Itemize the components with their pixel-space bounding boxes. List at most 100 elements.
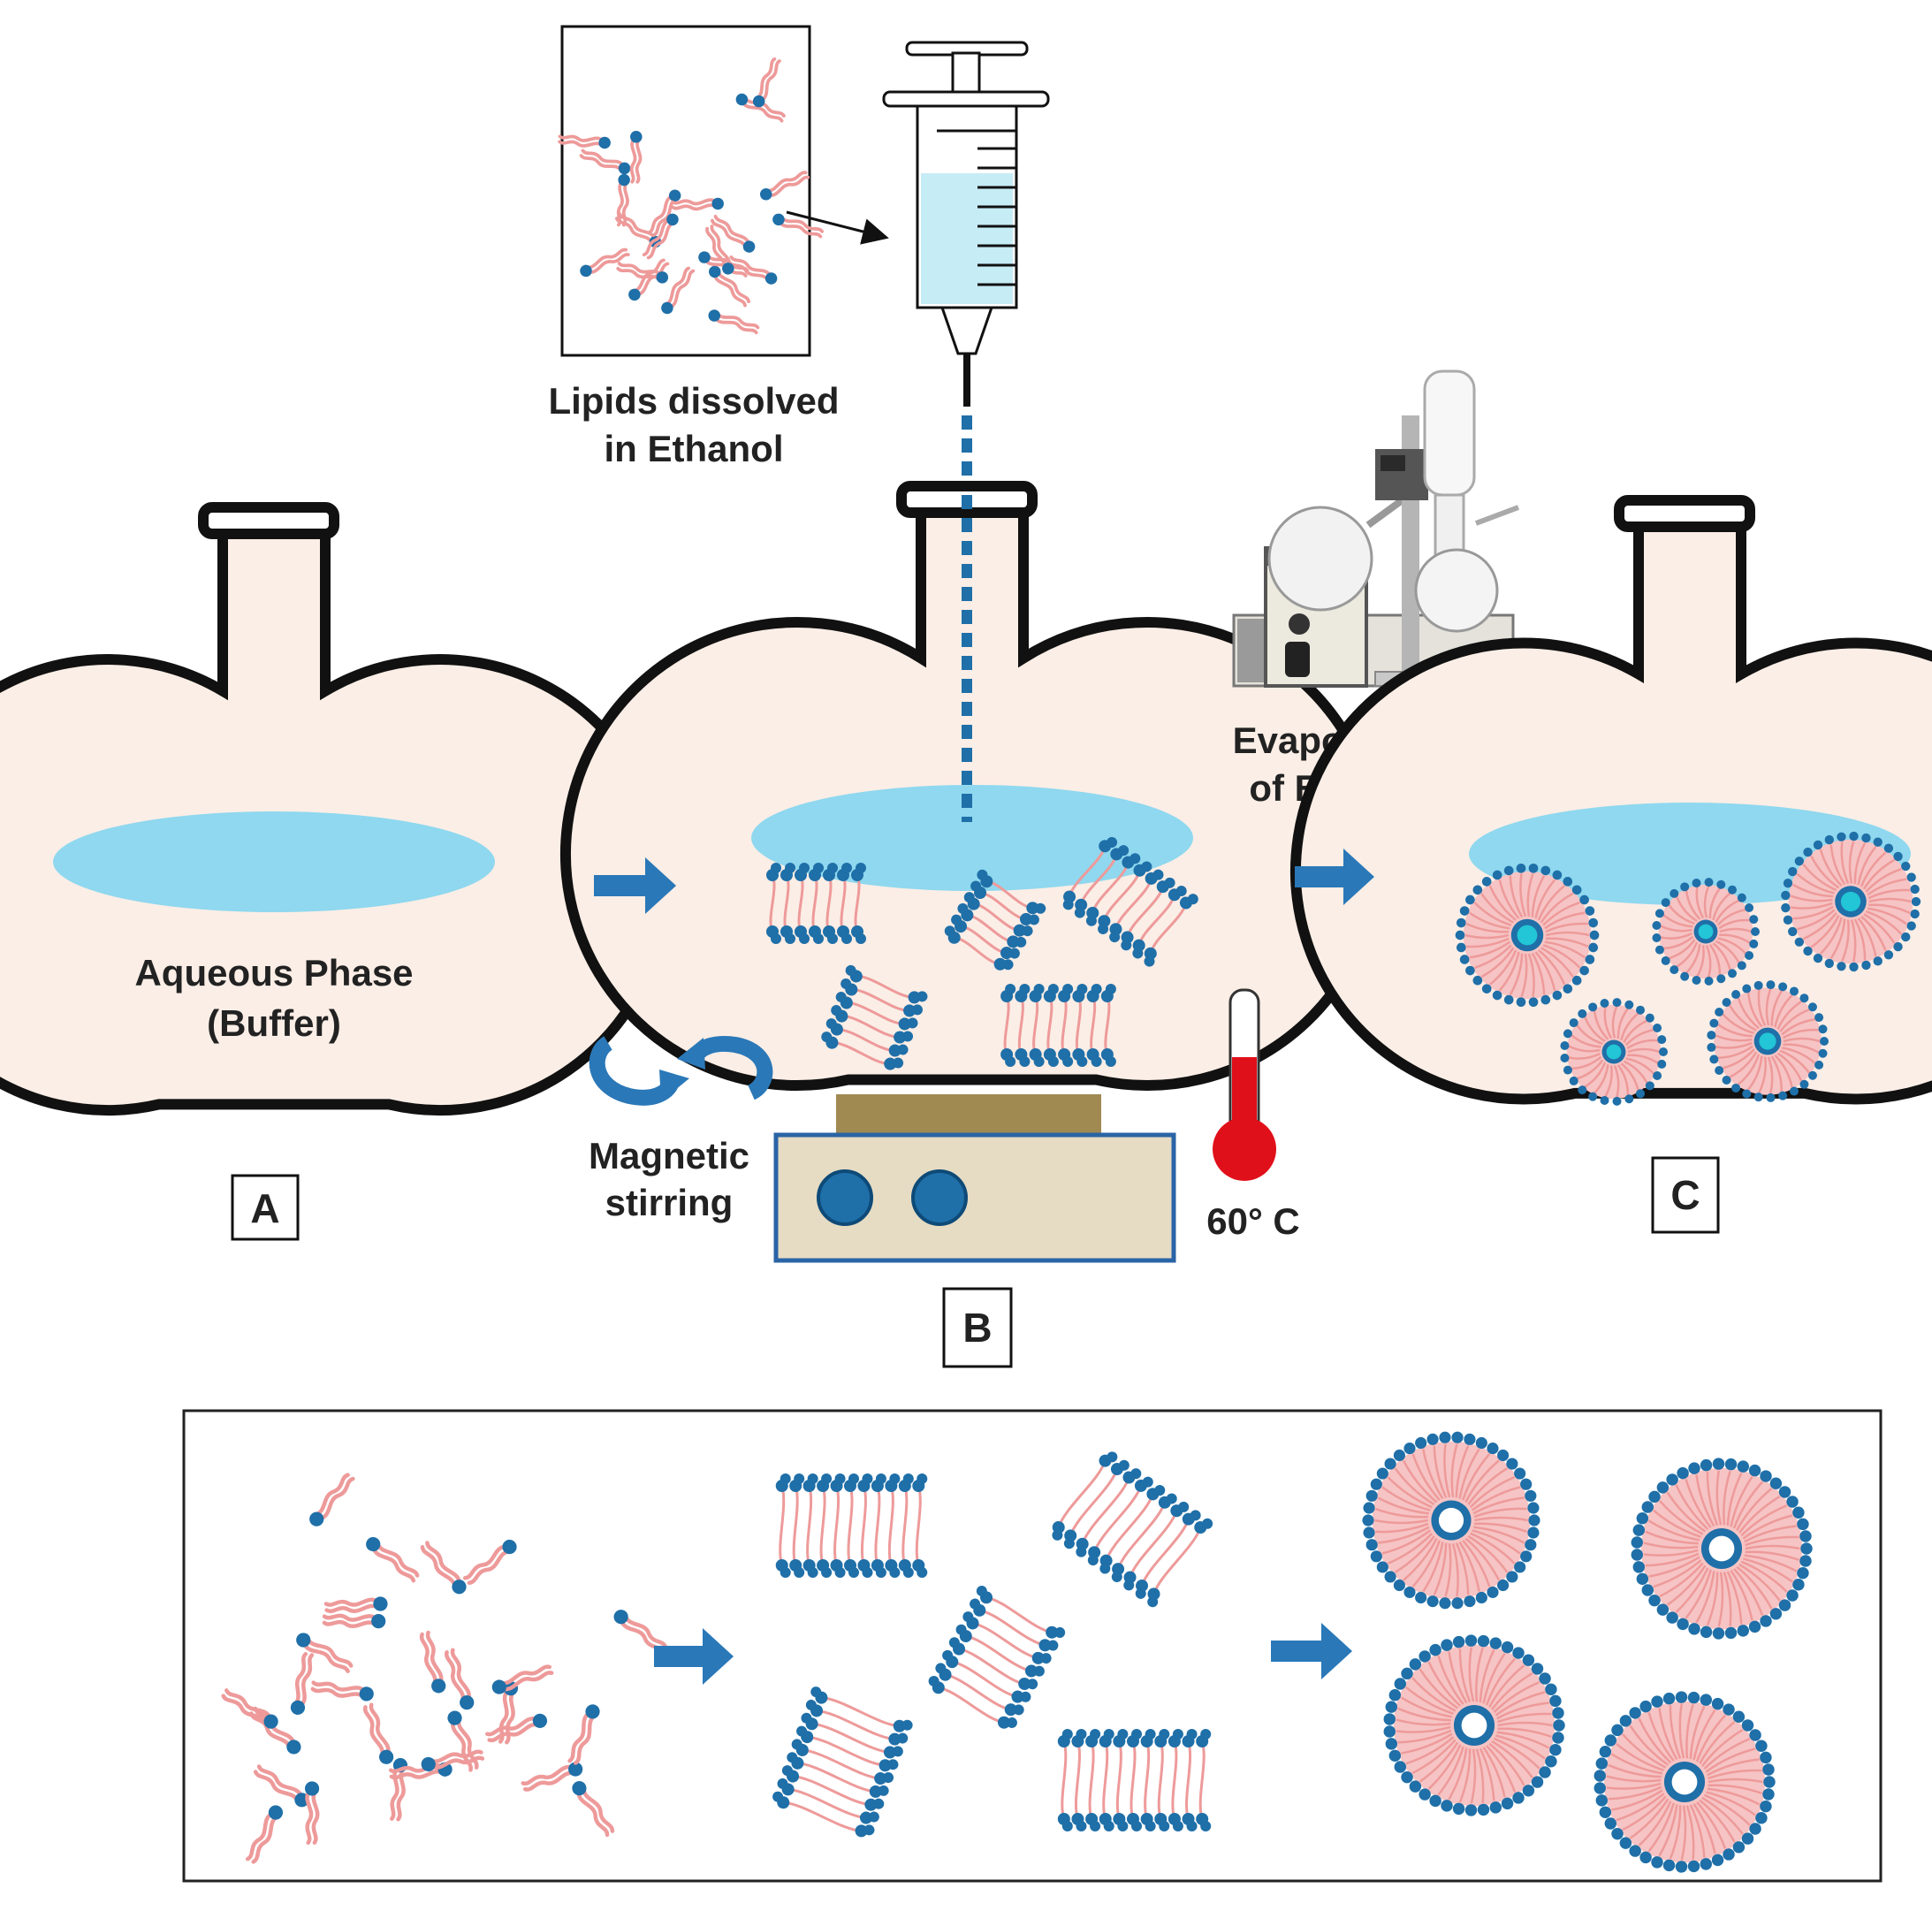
lipid-molecule: [296, 1633, 354, 1673]
lipid-molecule: [420, 1541, 467, 1595]
lipid-molecule: [221, 1688, 278, 1729]
hotplate-icon: [773, 1094, 1176, 1263]
aqueous-label-line1: Aqueous Phase: [134, 952, 413, 994]
lipid-molecule: [580, 247, 630, 278]
hotplate-knob: [911, 1169, 968, 1226]
lipid-molecule: [579, 148, 631, 175]
lipid-molecule: [290, 1652, 315, 1715]
lipid-molecule: [323, 1596, 388, 1613]
process-arrow-icon: [594, 857, 676, 914]
lipid-molecule: [708, 309, 760, 335]
liposome-vesicles: [1455, 831, 1921, 1106]
lipid-molecule: [462, 1539, 517, 1585]
bilayer-sheet: [766, 863, 866, 944]
liposome-vesicle: [1707, 980, 1829, 1102]
free-lipid-molecules: [558, 57, 824, 335]
temperature-label: 60° C: [1206, 1200, 1300, 1242]
lipid-molecule: [558, 134, 611, 149]
process-arrow-icon: [1271, 1623, 1352, 1679]
bilayer-sheet: [1057, 1729, 1212, 1831]
lipid-molecule: [419, 1630, 446, 1694]
lipid-molecule: [521, 1762, 583, 1792]
flask-c: [1289, 495, 1932, 1106]
lipid-molecule: [245, 1805, 284, 1864]
lipid-bilayer-sheets: [766, 836, 1198, 1070]
bilayer-sheet: [772, 1686, 913, 1838]
lipid-molecule: [366, 1536, 420, 1583]
flask-a: [0, 502, 671, 1115]
lipid-molecule: [705, 225, 734, 275]
lipid-molecule: [709, 265, 750, 308]
lipid-molecule: [711, 214, 756, 253]
lipid-molecule: [735, 93, 786, 123]
lipid-molecule: [616, 173, 630, 227]
lipid-molecule: [447, 1710, 479, 1772]
lipid-molecule: [671, 197, 724, 211]
flask-rim: [1614, 495, 1755, 532]
lipid-molecule: [445, 1648, 475, 1710]
bilayer-sheet: [928, 1586, 1066, 1729]
bilayer-sheet: [775, 1473, 928, 1578]
lipids-label-line1: Lipids dissolved: [548, 380, 839, 422]
liposome-vesicle: [1455, 864, 1600, 1007]
lipid-molecule: [616, 262, 669, 284]
stirring-label-line2: stirring: [605, 1182, 734, 1223]
water-surface: [53, 811, 495, 912]
liposome-vesicle: [1362, 1431, 1540, 1610]
mechanism-panel: [182, 1409, 1883, 1883]
lipid-molecule: [642, 213, 679, 260]
lipids-label-line2: in Ethanol: [605, 428, 784, 469]
lipid-molecule: [485, 1713, 548, 1743]
lipid-molecule: [322, 1613, 386, 1629]
step-label-a: A: [250, 1185, 279, 1231]
liposome-vesicle: [1652, 878, 1760, 986]
lipid-molecule: [309, 1473, 355, 1527]
process-arrow-icon: [654, 1628, 734, 1685]
lipid-molecule: [661, 266, 696, 315]
lipid-molecule: [362, 1702, 394, 1764]
bilayer-sheet: [944, 869, 1046, 971]
lipid-bilayer-sheets: [772, 1451, 1213, 1838]
lipid-molecule: [628, 258, 670, 301]
lipid-molecule: [304, 1781, 320, 1846]
hotplate-knob: [817, 1169, 873, 1226]
lipids-in-ethanol-panel: [558, 25, 824, 357]
lipid-molecule: [491, 1664, 554, 1694]
thermometer-icon: [1213, 988, 1276, 1181]
stirring-label-line1: Magnetic: [589, 1135, 749, 1176]
lipid-molecule: [752, 57, 781, 108]
bilayer-sheet: [821, 964, 928, 1070]
lipid-molecule: [310, 1680, 374, 1702]
syringe-icon: [882, 41, 1050, 822]
lipid-molecule: [572, 1781, 615, 1838]
bilayer-sheet: [1000, 984, 1116, 1067]
step-label-c: C: [1670, 1172, 1700, 1218]
lipid-molecule: [759, 171, 810, 201]
lipid-molecule: [629, 131, 643, 184]
lipid-molecule: [421, 1749, 485, 1772]
bilayer-sheet: [1052, 1451, 1213, 1608]
lipid-molecule: [727, 255, 778, 285]
process-arrow-icon: [1295, 849, 1374, 905]
rotary-evaporator-icon: [1232, 369, 1520, 688]
liposome-vesicles: [1362, 1431, 1813, 1873]
step-label-b: B: [962, 1305, 992, 1351]
lipid-molecule: [772, 213, 824, 239]
liposome-vesicle: [1781, 831, 1921, 972]
liposome-vesicle: [1560, 998, 1668, 1106]
liposome-vesicle: [1631, 1458, 1813, 1640]
aqueous-label-line2: (Buffer): [207, 1002, 341, 1044]
flask-b: [560, 481, 1384, 1091]
step-box-b: [942, 1287, 1013, 1368]
liposome-vesicle: [1594, 1691, 1776, 1873]
step-box-c: [1651, 1156, 1720, 1234]
step-box-a: [231, 1174, 300, 1241]
lipid-molecule: [647, 189, 681, 238]
liposome-vesicle: [1383, 1634, 1565, 1816]
flask-rim: [198, 502, 339, 539]
bilayer-sheet: [1062, 836, 1198, 967]
lipids-to-syringe-arrow: [786, 210, 889, 245]
lipid-molecule: [567, 1704, 600, 1765]
